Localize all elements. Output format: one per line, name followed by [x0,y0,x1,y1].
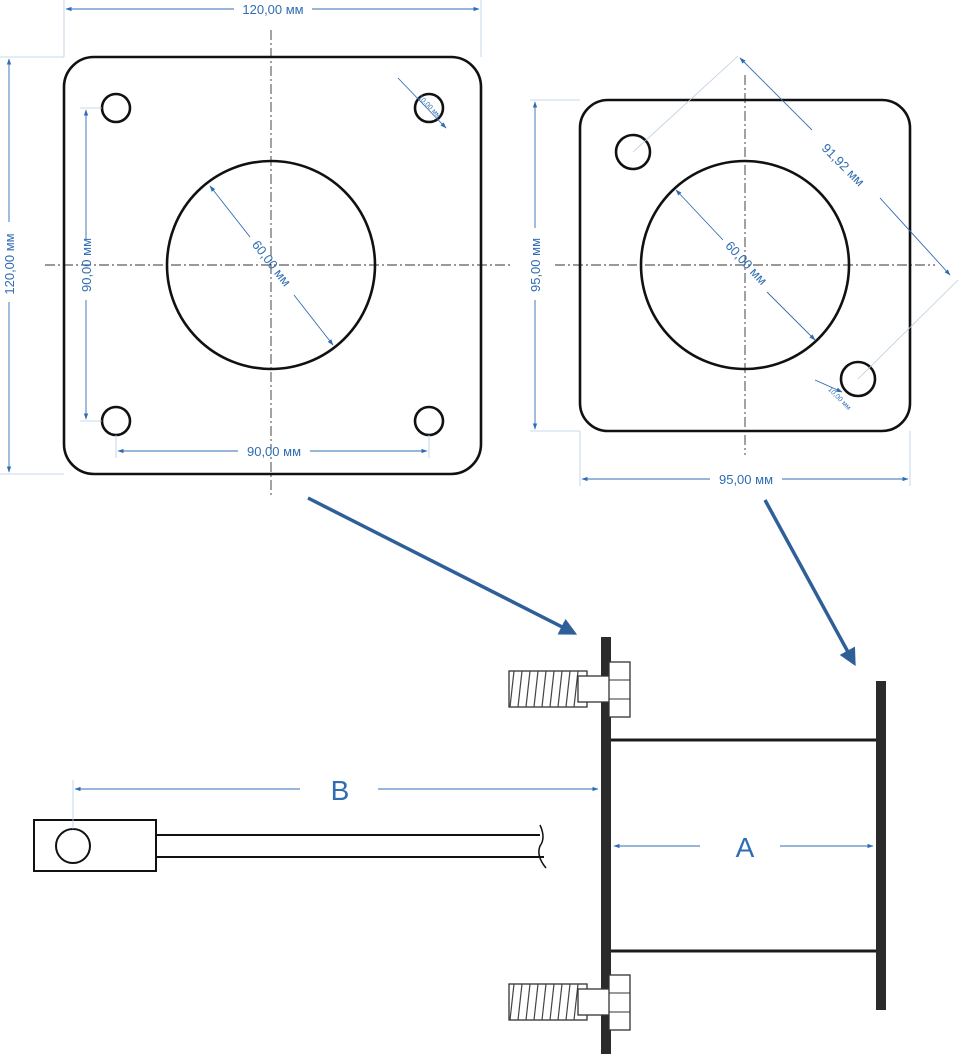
square-bolt-hole-bottom-right [413,405,445,437]
arrow-to-diagonal-flange [763,499,856,667]
diagonal-spacing-dim-top [739,57,813,131]
assembly-right-plate [876,681,886,1010]
diagonal-bolt-hole-bottom-right [839,360,877,398]
diagonal-bolt-hole-top-left [614,133,652,171]
square-center-hole [165,159,377,371]
diagonal-flange: 95,00 мм 95,00 мм 91,92 мм 60,00 мм 10,0… [528,55,959,487]
assembly-bolt-top [508,661,631,718]
square-flange: 120,00 мм 120,00 мм 90,00 мм 90,00 мм 60… [0,0,510,495]
square-bolt-hole-top-right [413,92,445,124]
square-center-hole-dim-upper [209,185,251,238]
square-bolt-hole-top-left [100,92,132,124]
square-flange-outline [62,55,483,476]
lever-eye-block [33,819,157,872]
square-center-hole-label: 60,00 мм [249,237,294,289]
lever-rod: B [33,775,599,872]
dimension-a-label: A [736,832,755,863]
diagonal-flange-outline [578,98,912,433]
diagonal-center-hole-dim-lower [766,291,816,341]
square-bolt-hole-bottom-left [100,405,132,437]
diagonal-height-label: 95,00 мм [528,238,543,292]
diagonal-width-label: 95,00 мм [719,472,773,487]
diagonal-small-hole-label: 10,00 мм [826,386,852,412]
diagonal-center-hole-label: 60,00 мм [722,238,770,288]
lever-rod-break [538,824,547,869]
arrow-to-square-flange [307,496,578,635]
assembly-bolt-bottom [508,974,631,1031]
assembly-side-view: A [508,637,886,1054]
assembly-left-plate [601,637,611,1054]
square-center-hole-dim-lower [293,294,334,346]
square-small-hole-dim [397,77,447,129]
square-height-label: 120,00 мм [2,233,17,294]
diagonal-small-hole-dim [814,379,843,393]
square-hole-spacing-h-label: 90,00 мм [247,444,301,459]
diagonal-spacing-ext-bottom [857,279,959,380]
square-hole-spacing-v-label: 90,00 мм [79,238,94,292]
diagonal-spacing-ext-top [632,55,739,153]
diagonal-spacing-dim-bottom [879,197,951,276]
diagonal-center-hole-dim-upper [675,189,724,241]
diagonal-spacing-label: 91,92 мм [819,140,868,189]
square-width-label: 120,00 мм [242,2,303,17]
diagonal-center-hole [639,159,851,371]
dimension-b-label: B [331,775,350,806]
